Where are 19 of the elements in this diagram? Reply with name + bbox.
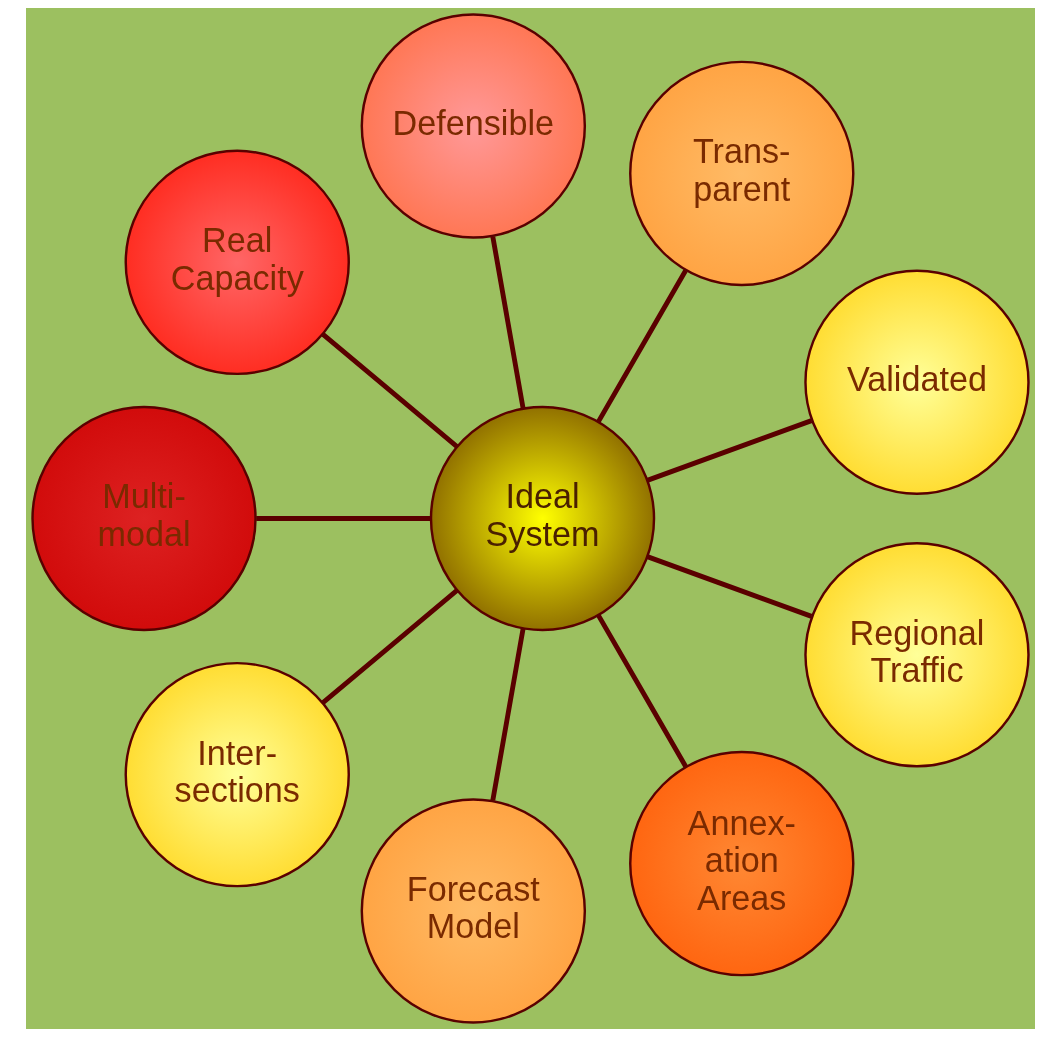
connector — [489, 627, 526, 801]
connector — [320, 332, 458, 449]
connector — [645, 418, 812, 483]
connector — [595, 269, 688, 424]
node-circle: Forecast Model — [360, 798, 586, 1024]
connector — [595, 613, 688, 768]
node-circle: Multi- modal — [30, 405, 257, 632]
node-circle: Inter- sections — [124, 661, 350, 888]
connector — [489, 236, 526, 410]
node-circle: Validated — [803, 269, 1030, 495]
node-circle: Trans- parent — [628, 60, 854, 287]
connector — [255, 516, 431, 521]
node-circle: Ideal System — [429, 405, 655, 632]
connector — [320, 588, 458, 705]
node-circle: Regional Traffic — [803, 542, 1030, 768]
node-circle: Real Capacity — [124, 149, 350, 376]
connector — [645, 554, 812, 619]
node-circle: Defensible — [360, 13, 586, 239]
node-circle: Annex- ation Areas — [628, 750, 854, 977]
